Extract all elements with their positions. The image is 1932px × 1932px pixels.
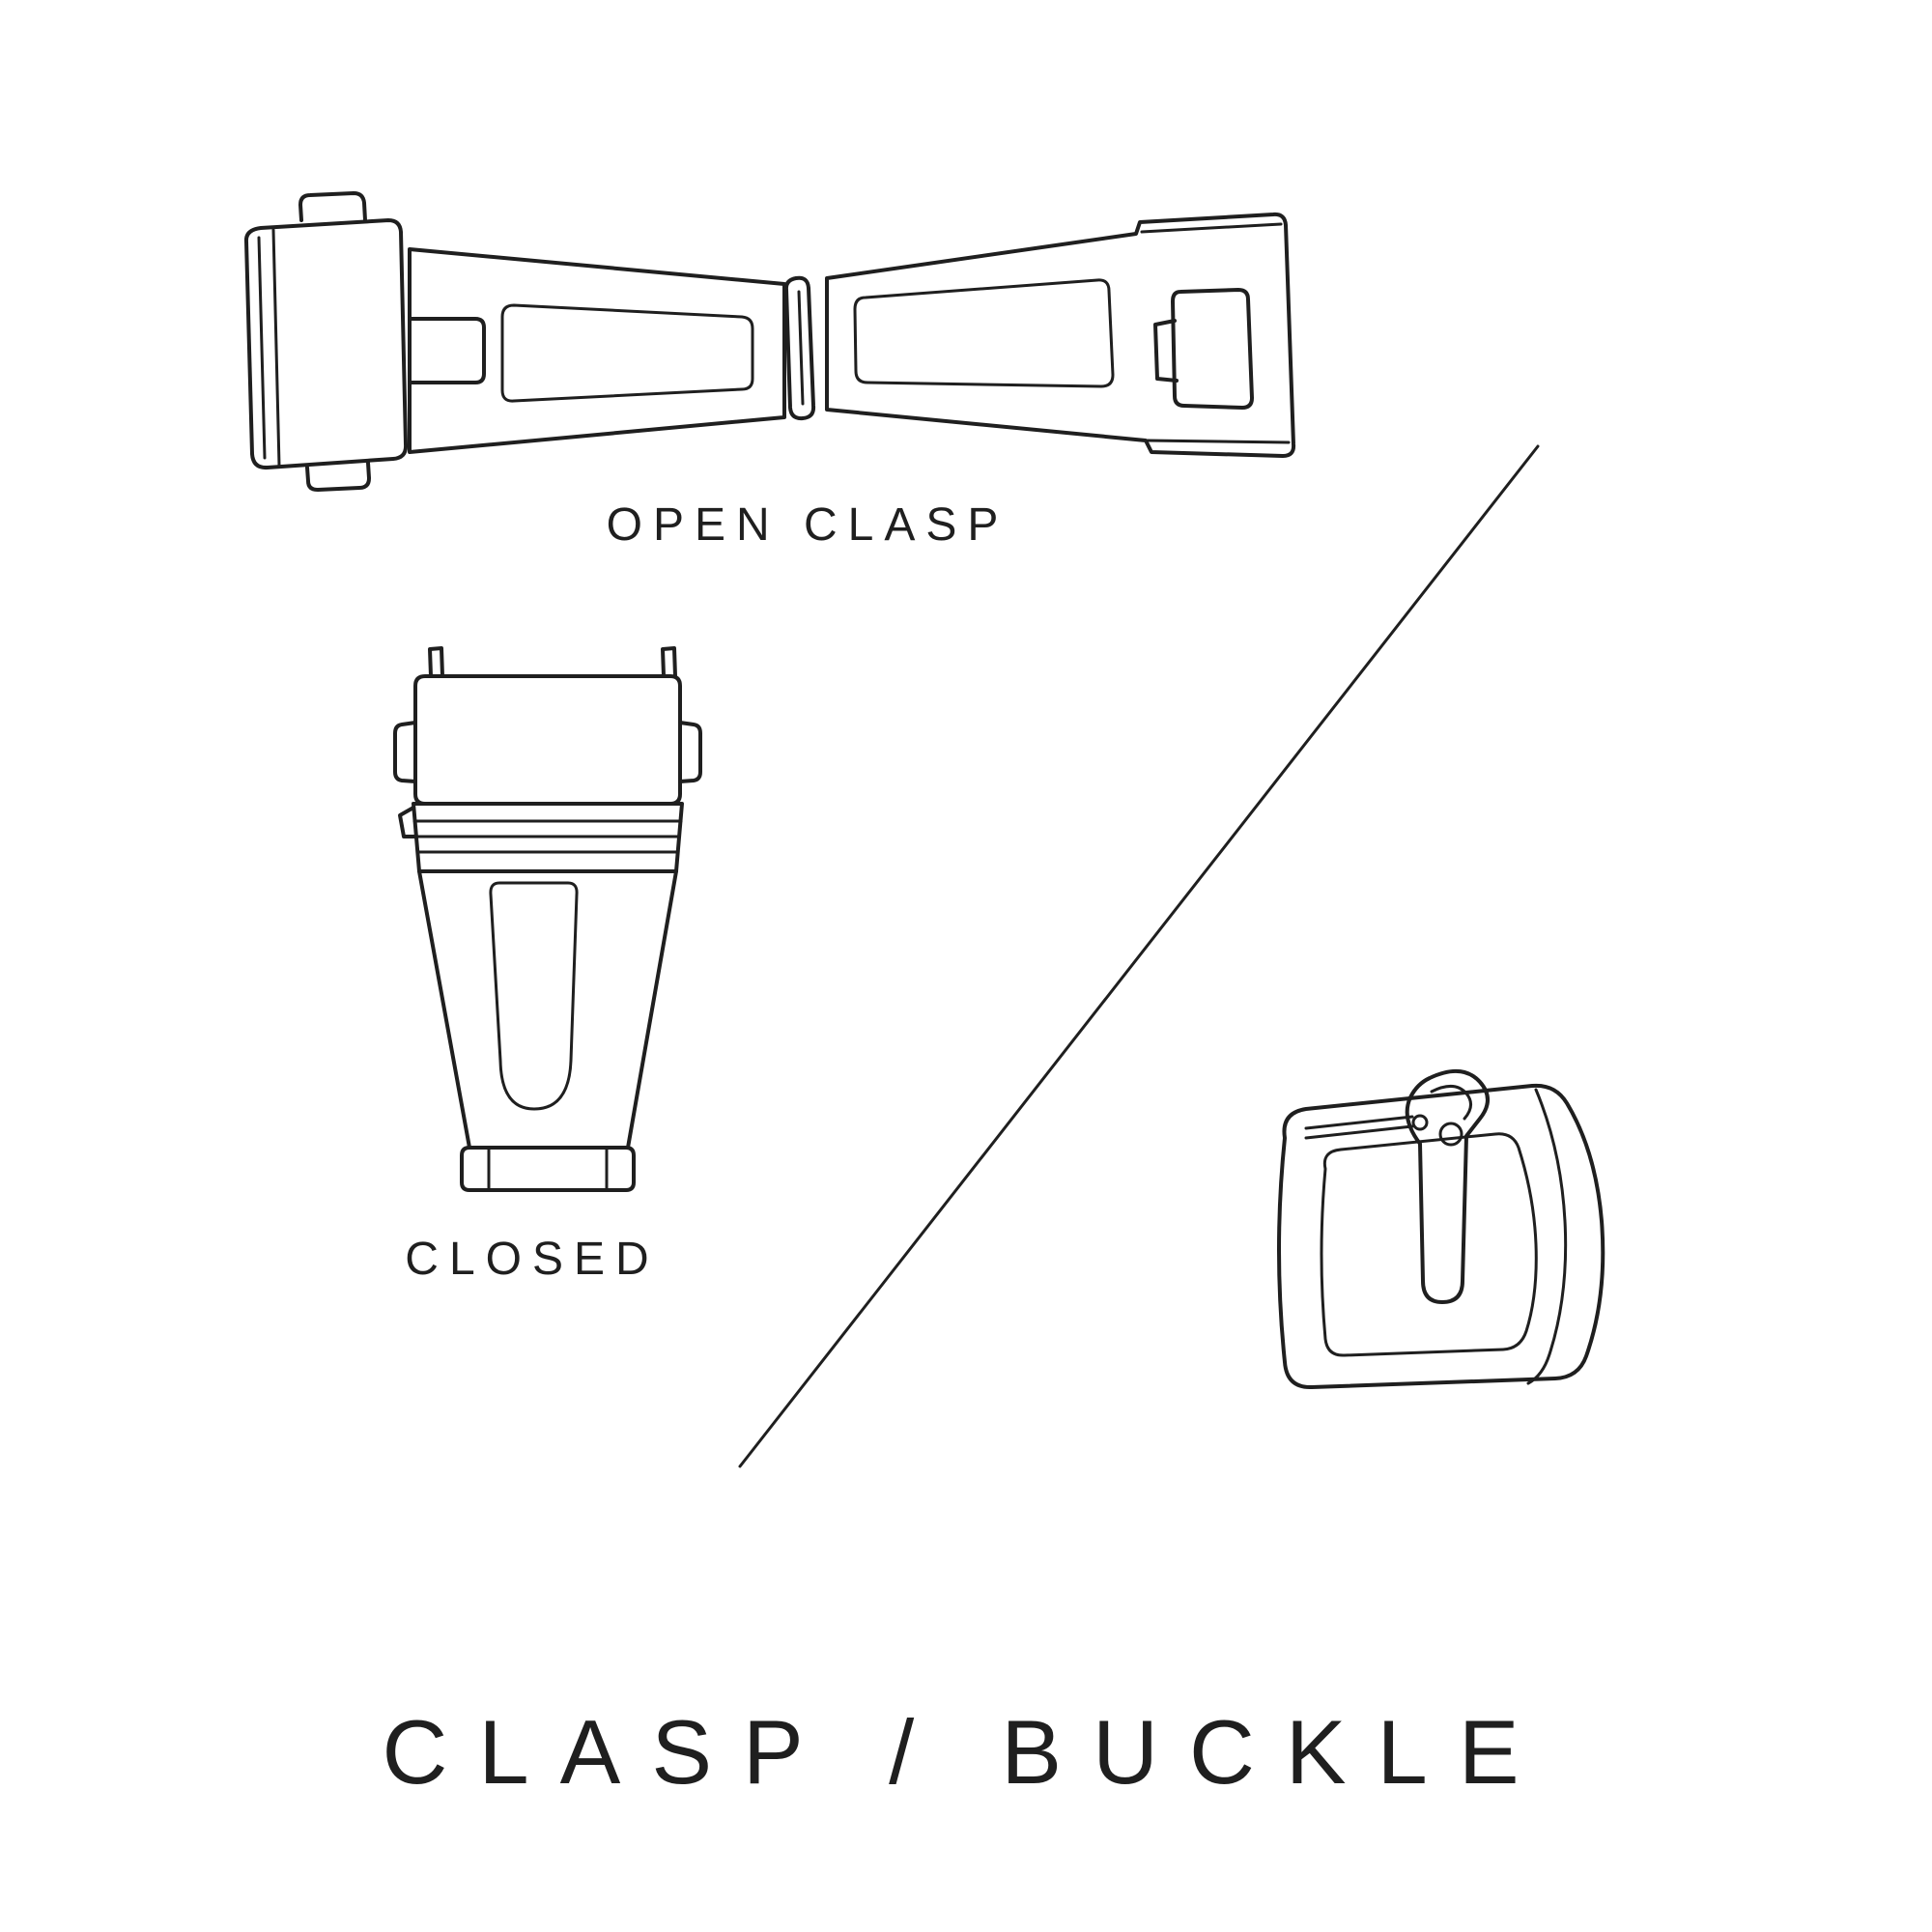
closed-clasp-illustration [393, 646, 702, 1192]
pin-buckle-illustration [1277, 1069, 1605, 1390]
diagonal-divider [738, 444, 1540, 1468]
page-title: CLASP / BUCKLE [382, 1701, 1550, 1803]
open-clasp-label: OPEN CLASP [606, 499, 1009, 551]
closed-clasp-label: CLOSED [405, 1234, 660, 1285]
open-clasp-illustration [243, 191, 1296, 492]
